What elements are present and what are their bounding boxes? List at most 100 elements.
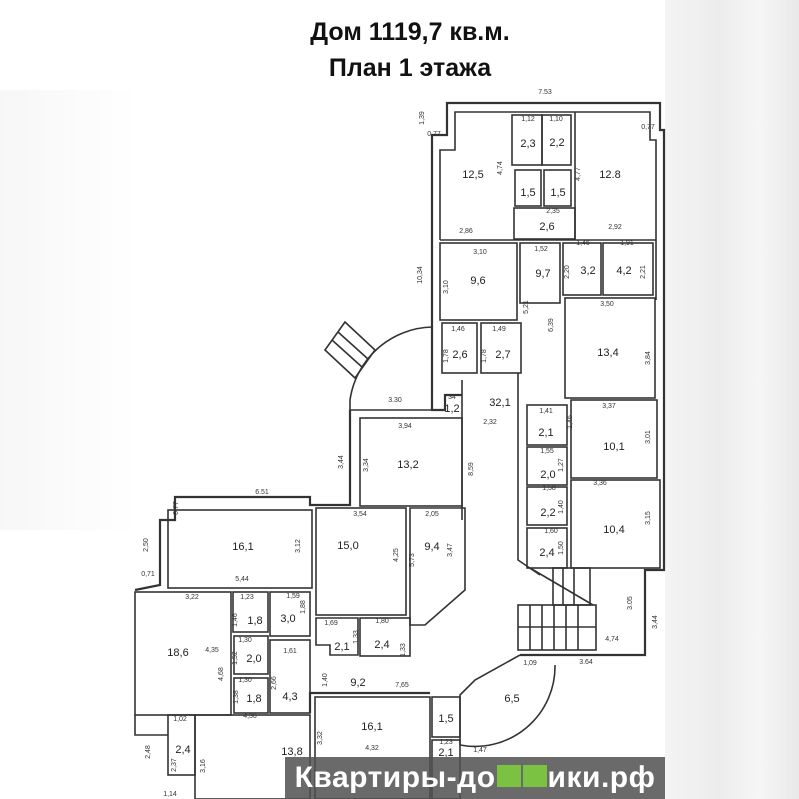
dimension-label: 2,32 <box>483 419 497 426</box>
dimension-label: 1,33 <box>353 630 360 644</box>
dimension-label: 3,01 <box>645 430 652 444</box>
room-area-label: 9,4 <box>424 541 439 553</box>
dimension-label: 1,58 <box>542 485 556 492</box>
room-area-label: 2,7 <box>495 349 510 361</box>
room-area-label: 10,4 <box>603 524 624 536</box>
dimension-label: 4,32 <box>365 745 379 752</box>
room-area-label: 2,2 <box>540 507 555 519</box>
dimension-label: 2,92 <box>608 224 622 231</box>
dimension-label: 4,74 <box>605 636 619 643</box>
watermark-text-end: ики.рф <box>547 761 656 794</box>
dimension-label: 2,20 <box>564 265 571 279</box>
dimension-label: 1,33 <box>400 643 407 657</box>
dimension-label: 1,46 <box>451 326 465 333</box>
dimension-label: 4,25 <box>393 548 400 562</box>
room-area-label: 4,3 <box>282 691 297 703</box>
room-area-label: 3,2 <box>580 265 595 277</box>
dimension-label: 1,41 <box>539 408 553 415</box>
dimension-label: 1,27 <box>558 458 565 472</box>
dimension-label: 4,36 <box>243 713 257 720</box>
dimension-label: 6,39 <box>548 318 555 332</box>
dimension-label: 4,77 <box>575 167 582 181</box>
dimension-label: 3,54 <box>353 511 367 518</box>
dimension-label: 3,47 <box>447 543 454 557</box>
room-area-label: 2,4 <box>374 639 389 651</box>
room-area-label: 32,1 <box>489 397 510 409</box>
dimension-label: 1,91 <box>620 240 634 247</box>
room-area-label: 2,2 <box>549 137 564 149</box>
entrance-stairs <box>323 320 377 380</box>
room-area-label: 13,4 <box>597 347 618 359</box>
dimension-label: 3,44 <box>652 615 659 629</box>
dimension-label: 8,59 <box>468 462 475 476</box>
dimension-label: 1,40 <box>558 500 565 514</box>
dimension-label: 0,71 <box>141 571 155 578</box>
room-area-label: 1,5 <box>520 187 535 199</box>
room-area-label: 1,5 <box>438 713 453 725</box>
dimension-label: 1,40 <box>322 673 329 687</box>
dimension-label: 1,88 <box>300 600 307 614</box>
dimension-label: 5,44 <box>235 576 249 583</box>
room-area-label: 10,1 <box>603 441 624 453</box>
dimension-label: 1,39 <box>419 111 426 125</box>
dimension-label: 1,52 <box>232 651 239 665</box>
dimension-label: 3,84 <box>645 351 652 365</box>
dimension-label: 5,21 <box>523 300 530 314</box>
room-area-label: 13,8 <box>281 746 302 758</box>
room-area-label: 2,6 <box>539 221 554 233</box>
dimension-label: 2,86 <box>459 228 473 235</box>
dimension-label: 3.64 <box>579 659 593 666</box>
dimension-label: 1,09 <box>523 660 537 667</box>
dimension-label: 2,50 <box>143 538 150 552</box>
room-area-label: 16,1 <box>361 721 382 733</box>
dimension-label: 3,10 <box>473 249 487 256</box>
dimension-label: 1,23 <box>240 594 254 601</box>
dimension-label: 3,44 <box>338 455 345 469</box>
dimension-label: 3,32 <box>317 731 324 745</box>
room-area-label: 2,3 <box>520 138 535 150</box>
dimension-label: 3,36 <box>593 480 607 487</box>
dimension-label: 1,02 <box>173 716 187 723</box>
dimension-label: 2,66 <box>271 676 278 690</box>
dimension-label: 4,74 <box>497 161 504 175</box>
blurred-background <box>665 0 799 799</box>
dimension-label: 0,77 <box>173 501 180 515</box>
room-area-label: 2,0 <box>540 469 555 481</box>
dimension-label: 1,12 <box>521 116 535 123</box>
dimension-label: 1,59 <box>286 593 300 600</box>
dimension-label: 1,50 <box>558 541 565 555</box>
room-area-label: 3,0 <box>280 613 295 625</box>
dimension-label: 2,21 <box>640 265 647 279</box>
dimension-label: 3,34 <box>363 458 370 472</box>
dimension-label: 1,46 <box>576 240 590 247</box>
dimension-label: 3,12 <box>295 539 302 553</box>
dimension-label: 1,69 <box>324 620 338 627</box>
room-area-label: 15,0 <box>337 540 358 552</box>
plan-title: Дом 1119,7 кв.м. <box>310 18 510 46</box>
dimension-label: 3,22 <box>185 594 199 601</box>
dimension-label: 3.30 <box>388 397 402 404</box>
room-area-label: 2,1 <box>438 747 453 759</box>
dimension-label: 1,60 <box>544 528 558 535</box>
room-area-label: 2,4 <box>175 744 190 756</box>
dimension-label: 1,47 <box>473 747 487 754</box>
dimension-label: 7.53 <box>538 89 552 96</box>
dimension-label: 1,30 <box>238 637 252 644</box>
main-staircase <box>517 567 597 651</box>
dimension-label: 1,46 <box>567 415 574 429</box>
room-area-label: 4,2 <box>616 265 631 277</box>
dimension-label: 1,49 <box>492 326 506 333</box>
plan-subtitle: План 1 этажа <box>328 54 492 82</box>
room-area-label: 13,2 <box>397 459 418 471</box>
dimension-label: 2,05 <box>425 511 439 518</box>
dimension-label: 3,10 <box>443 280 450 294</box>
dimension-label: 1,78 <box>481 349 488 363</box>
faded-background <box>0 90 140 530</box>
dimension-label: 3.05 <box>627 596 634 610</box>
dimension-label: 1,61 <box>283 648 297 655</box>
dimension-label: 34 <box>448 394 456 401</box>
dimension-label: 6.51 <box>255 489 269 496</box>
